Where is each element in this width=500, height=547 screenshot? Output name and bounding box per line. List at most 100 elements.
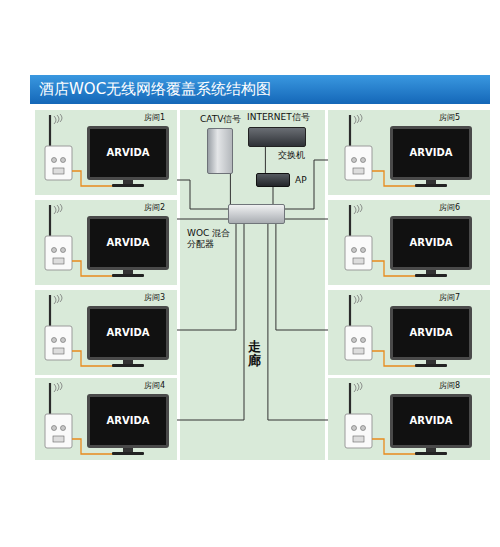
room-panel: 房间7ARVIDA: [328, 290, 490, 375]
signal-wave: [57, 295, 59, 303]
socket-port: [352, 338, 357, 343]
signal-wave: [360, 382, 362, 390]
cable-line: [268, 224, 328, 420]
tv-stand: [426, 360, 436, 364]
socket-port: [52, 426, 57, 431]
wall-socket: [45, 236, 72, 270]
cable-line: [177, 224, 236, 330]
signal-label: CATV信号: [200, 114, 241, 125]
tv-screen: ARVIDA: [390, 306, 472, 360]
room-label: 房间1: [144, 113, 165, 123]
cable-line: [285, 160, 328, 209]
signal-wave: [60, 294, 62, 302]
room-fill: [328, 378, 490, 460]
signal-wave: [57, 383, 59, 391]
wall-socket: [45, 326, 72, 360]
wall-socket: [45, 414, 72, 448]
socket-port: [361, 426, 366, 431]
tv-screen: ARVIDA: [390, 126, 472, 180]
corridor-label: 走廊: [248, 340, 261, 369]
room-panel: 房间5ARVIDA: [328, 110, 490, 195]
cable-line: [285, 219, 328, 220]
room-label: 房间4: [144, 381, 165, 391]
socket-port: [53, 258, 64, 264]
device-label: AP: [295, 175, 307, 186]
signal-wave: [60, 114, 62, 122]
signal-wave: [354, 296, 356, 304]
room-label: 房间8: [439, 381, 460, 391]
cable-line: [276, 224, 328, 330]
antenna: [49, 295, 51, 326]
corridor: 走廊 CATV信号 INTERNET信号交换机 AP WOC 混合分配器: [180, 110, 325, 460]
signal-wave: [357, 295, 359, 303]
tv-screen: ARVIDA: [87, 126, 169, 180]
tv-brand: ARVIDA: [410, 237, 453, 249]
tv-screen: ARVIDA: [390, 394, 472, 448]
antenna: [49, 115, 51, 146]
title-bar: 酒店WOC无线网络覆盖系统结构图: [30, 75, 490, 104]
socket-port: [353, 168, 364, 174]
tv-brand: ARVIDA: [410, 415, 453, 427]
tv-screen: ARVIDA: [87, 306, 169, 360]
tv-brand: ARVIDA: [107, 147, 150, 159]
wall-socket: [345, 414, 372, 448]
switch-box: INTERNET信号交换机: [248, 127, 306, 147]
cable-line: [177, 180, 228, 209]
wall-socket: [345, 236, 372, 270]
device-label: WOC 混合分配器: [187, 228, 233, 250]
antenna: [349, 115, 351, 146]
antenna: [349, 205, 351, 236]
tv-stand: [112, 274, 144, 277]
ap-box: AP: [256, 173, 290, 187]
cable-line: [230, 174, 231, 204]
tv-stand: [415, 184, 447, 187]
signal-wave: [354, 206, 356, 214]
cable-line: [177, 219, 228, 220]
tv-stand: [123, 360, 133, 364]
signal-wave: [54, 296, 56, 304]
room-panel: 房间2ARVIDA: [35, 200, 177, 285]
signal-label: INTERNET信号: [247, 112, 310, 123]
socket-port: [361, 338, 366, 343]
tv-stand: [123, 270, 133, 274]
signal-wave: [54, 206, 56, 214]
signal-wave: [54, 384, 56, 392]
woc-splitter: WOC 混合分配器: [228, 204, 285, 224]
room-fill: [35, 200, 177, 285]
room-panel: 房间8ARVIDA: [328, 378, 490, 460]
room-fill: [328, 200, 490, 285]
socket-port: [353, 258, 364, 264]
room-label: 房间3: [144, 293, 165, 303]
room-fill: [35, 378, 177, 460]
signal-wave: [360, 204, 362, 212]
tv-brand: ARVIDA: [410, 147, 453, 159]
tv-stand: [426, 180, 436, 184]
room-label: 房间7: [439, 293, 460, 303]
tv-screen: ARVIDA: [390, 216, 472, 270]
room-label: 房间6: [439, 203, 460, 213]
tv-brand: ARVIDA: [107, 237, 150, 249]
room-panel: 房间3ARVIDA: [35, 290, 177, 375]
signal-wave: [60, 204, 62, 212]
room-panel: 房间4ARVIDA: [35, 378, 177, 460]
antenna: [349, 295, 351, 326]
socket-port: [352, 426, 357, 431]
room-fill: [328, 110, 490, 195]
cable-line: [177, 224, 244, 420]
room-fill: [328, 290, 490, 375]
corridor-fill: [180, 110, 325, 460]
socket-port: [53, 348, 64, 354]
signal-wave: [360, 294, 362, 302]
socket-port: [361, 158, 366, 163]
signal-wave: [360, 114, 362, 122]
tv-screen: ARVIDA: [87, 394, 169, 448]
wall-socket: [345, 326, 372, 360]
cable-line: [273, 187, 274, 204]
signal-wave: [57, 115, 59, 123]
socket-port: [53, 168, 64, 174]
socket-port: [61, 158, 66, 163]
wall-socket: [345, 146, 372, 180]
tv-stand: [112, 184, 144, 187]
signal-wave: [60, 382, 62, 390]
